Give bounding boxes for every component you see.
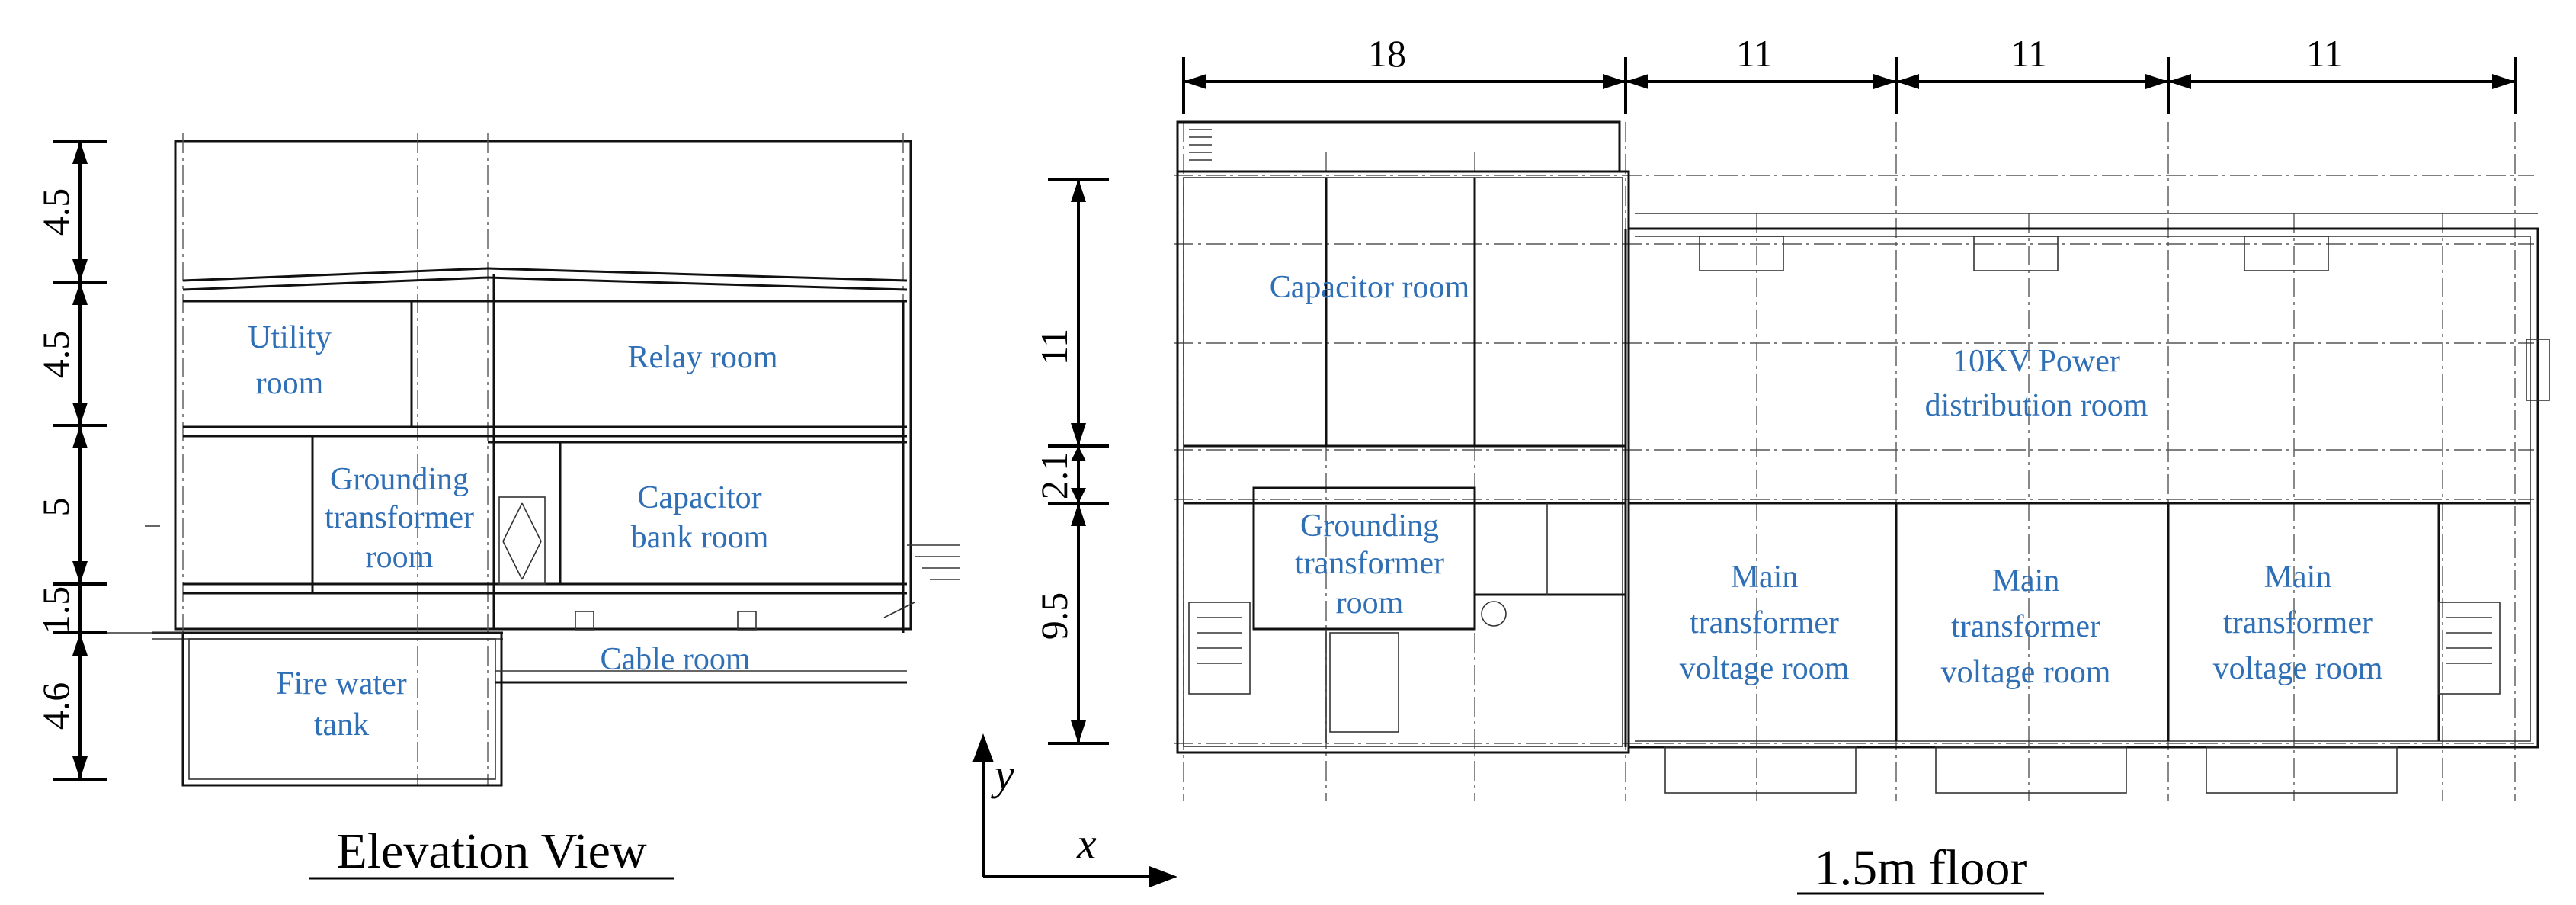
- floor-room-labels: Capacitor room 10KV Power distribution r…: [1270, 270, 2383, 690]
- capacitor-bank-label-l2: bank room: [631, 520, 769, 555]
- floor-top-dim-1: 18: [1368, 32, 1406, 75]
- elevation-dim-2: 4.5: [34, 331, 77, 379]
- elevation-structure: [107, 133, 960, 787]
- capacitor-bank-label-l1: Capacitor: [637, 480, 761, 515]
- floor-side-dim-1: 11: [1033, 329, 1075, 365]
- floor-top-dim-2: 11: [1736, 32, 1773, 75]
- floor-side-dim-3: 9.5: [1033, 592, 1075, 640]
- floor-side-dimension-chain: 11 2.1 9.5: [1033, 178, 1109, 745]
- fire-water-tank-label-l2: tank: [314, 708, 369, 743]
- elevation-view: 4.5 4.5 5 1.5 4.6: [34, 133, 960, 880]
- main-transformer-3-l3: voltage room: [2213, 651, 2383, 686]
- elevation-dim-5: 4.6: [34, 682, 77, 730]
- elevation-dim-3: 5: [34, 498, 77, 517]
- elevation-dimension-chain: 4.5 4.5 5 1.5 4.6: [34, 140, 107, 781]
- power-room-label-l2: distribution room: [1925, 388, 2148, 423]
- floor-grounding-label-l3: room: [1336, 586, 1404, 621]
- floor-side-dim-2: 2.1: [1033, 452, 1075, 500]
- x-axis-label: x: [1076, 819, 1097, 868]
- elevation-grounding-label-l2: transformer: [325, 500, 474, 535]
- y-axis-label: y: [991, 749, 1014, 799]
- main-transformer-2-l1: Main: [1992, 563, 2060, 599]
- utility-room-label-l1: Utility: [248, 320, 332, 355]
- main-transformer-1-l2: transformer: [1690, 605, 1839, 640]
- main-transformer-3-l1: Main: [2264, 560, 2332, 595]
- floor-plan-structure: [1174, 120, 2550, 801]
- fire-water-tank-label-l1: Fire water: [276, 666, 406, 701]
- main-transformer-2-l2: transformer: [1951, 609, 2100, 644]
- elevation-dim-1: 4.5: [34, 188, 77, 236]
- elevation-grounding-label-l1: Grounding: [330, 462, 469, 497]
- floor-top-dim-4: 11: [2306, 32, 2343, 75]
- capacitor-room-label: Capacitor room: [1270, 270, 1470, 305]
- floor-grounding-label-l1: Grounding: [1300, 509, 1439, 544]
- floor-top-dim-3: 11: [2010, 32, 2047, 75]
- utility-room-label-l2: room: [256, 366, 324, 401]
- floor-plan-caption: 1.5m floor: [1815, 840, 2027, 896]
- power-room-label-l1: 10KV Power: [1953, 344, 2120, 379]
- floor-top-dimension-chain: 18 11 11 11: [1182, 32, 2517, 114]
- main-transformer-2-l3: voltage room: [1941, 655, 2111, 690]
- main-transformer-3-l2: transformer: [2223, 605, 2373, 640]
- floor-plan: 18 11 11 11 11 2.1 9.5: [1033, 32, 2550, 896]
- relay-room-label: Relay room: [627, 340, 777, 375]
- floor-grounding-label-l2: transformer: [1295, 546, 1444, 581]
- elevation-room-labels: Utility room Relay room Grounding transf…: [248, 320, 778, 743]
- elevation-caption: Elevation View: [336, 823, 647, 879]
- main-transformer-1-l3: voltage room: [1680, 651, 1850, 686]
- elevation-dim-4: 1.5: [34, 586, 77, 634]
- main-transformer-1-l1: Main: [1731, 560, 1799, 595]
- coordinate-axes: y x: [972, 733, 1177, 887]
- cable-room-label: Cable room: [600, 642, 750, 677]
- elevation-grounding-label-l3: room: [366, 540, 434, 575]
